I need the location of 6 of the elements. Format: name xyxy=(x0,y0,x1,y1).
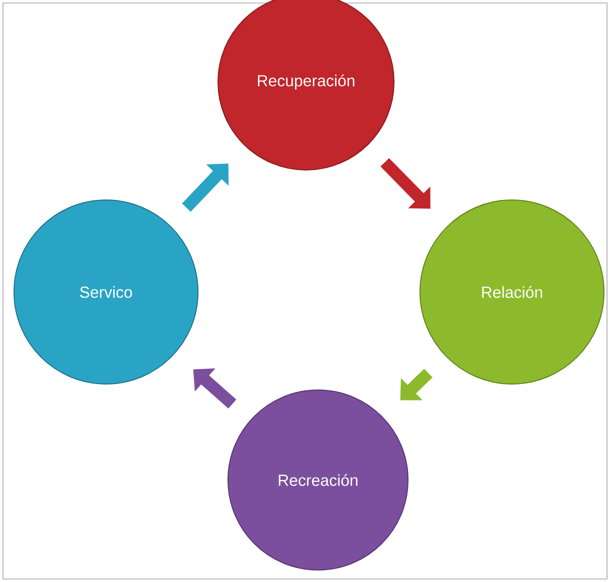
circle-node: Servico xyxy=(14,200,198,384)
block-arrow xyxy=(380,158,430,209)
circle-node: Recreación xyxy=(228,390,408,570)
block-arrow xyxy=(400,368,433,400)
circle-node: Relación xyxy=(420,200,604,384)
block-arrow xyxy=(182,164,229,212)
